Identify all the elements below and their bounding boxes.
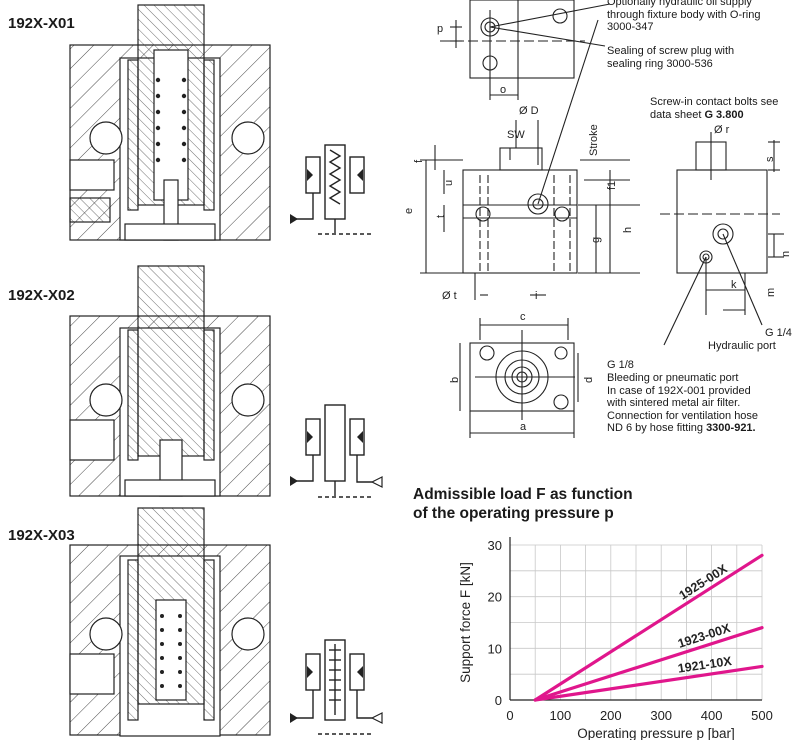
dimension-drawings: p o Ø D SW Stroke f u e t g h f1 Ø t i c…: [403, 0, 792, 438]
dim-i: i: [535, 290, 537, 302]
hydraulic-symbol-x01: [292, 144, 372, 235]
dim-c: c: [520, 311, 526, 323]
dim-n: n: [780, 251, 792, 257]
series-line-1: [533, 553, 764, 702]
series-line-2: [533, 626, 764, 702]
dim-e: e: [403, 208, 415, 214]
y-tick-label: 20: [488, 590, 502, 605]
x-tick-label: 500: [751, 708, 773, 723]
dim-stroke: Stroke: [588, 124, 600, 156]
exhaust-triangles: [370, 476, 383, 724]
dim-h: h: [622, 227, 634, 233]
x-tick-label: 100: [550, 708, 572, 723]
y-axis-label: Support force F [kN]: [458, 562, 473, 683]
y-tick-label: 10: [488, 641, 502, 656]
hydraulic-arrows: [290, 169, 363, 723]
dim-p: p: [437, 23, 443, 35]
dim-ot: Ø t: [442, 290, 457, 302]
y-tick-label: 0: [495, 693, 502, 708]
chart-heading: Admissible load F as function of the ope…: [413, 486, 633, 522]
dim-t: t: [435, 215, 447, 218]
dim-f: f: [413, 159, 425, 163]
dim-f1: f1: [606, 181, 618, 190]
series-line-3: [533, 664, 764, 702]
x-tick-label: 0: [506, 708, 513, 723]
spring-coils-x01: [155, 77, 187, 163]
note-sealing: Sealing of screw plug with sealing ring …: [607, 45, 735, 70]
model-label-x02: 192X-X02: [8, 287, 75, 304]
top-plan-view: [469, 0, 575, 79]
section-drawings: [69, 4, 383, 737]
dim-sw: SW: [507, 129, 525, 141]
dim-od: Ø D: [519, 105, 539, 117]
dim-m: m: [765, 288, 777, 297]
y-tick-label: 30: [488, 538, 502, 553]
model-label-x03: 192X-X03: [8, 527, 75, 544]
hydraulic-symbol-x03: [292, 639, 372, 735]
note-bleeding: Bleeding or pneumatic port In case of 19…: [607, 372, 759, 434]
model-label-x01: 192X-X01: [8, 15, 75, 32]
section-drawing-x03: [69, 507, 271, 737]
dim-b: b: [449, 377, 461, 383]
dim-g: g: [590, 237, 602, 243]
note-bleed-thread: G 1/8: [607, 359, 634, 371]
dim-a: a: [520, 421, 527, 433]
note-contact-bolts: Screw-in contact bolts see data sheet G …: [650, 96, 779, 121]
dim-k: k: [731, 279, 737, 291]
dim-d: d: [583, 377, 595, 383]
x-axis-label: Operating pressure p [bar]: [577, 726, 735, 740]
dim-s: s: [764, 156, 776, 162]
section-drawing-x02: [69, 265, 271, 497]
dim-o: o: [500, 84, 506, 96]
section-drawing-x01: [69, 4, 271, 241]
side-view: [676, 169, 768, 274]
spring-coils-x03: [160, 614, 182, 688]
x-tick-label: 400: [701, 708, 723, 723]
dim-u: u: [443, 180, 455, 186]
x-tick-label: 300: [650, 708, 672, 723]
note-hydraulic-thread: G 1/4: [765, 327, 792, 339]
dim-or: Ø r: [714, 124, 730, 136]
note-oil-supply: Optionally hydraulic oil supply through …: [607, 0, 761, 33]
x-tick-label: 200: [600, 708, 622, 723]
hydraulic-symbol-x02: [292, 404, 372, 498]
note-hydraulic-port: Hydraulic port: [708, 340, 776, 352]
